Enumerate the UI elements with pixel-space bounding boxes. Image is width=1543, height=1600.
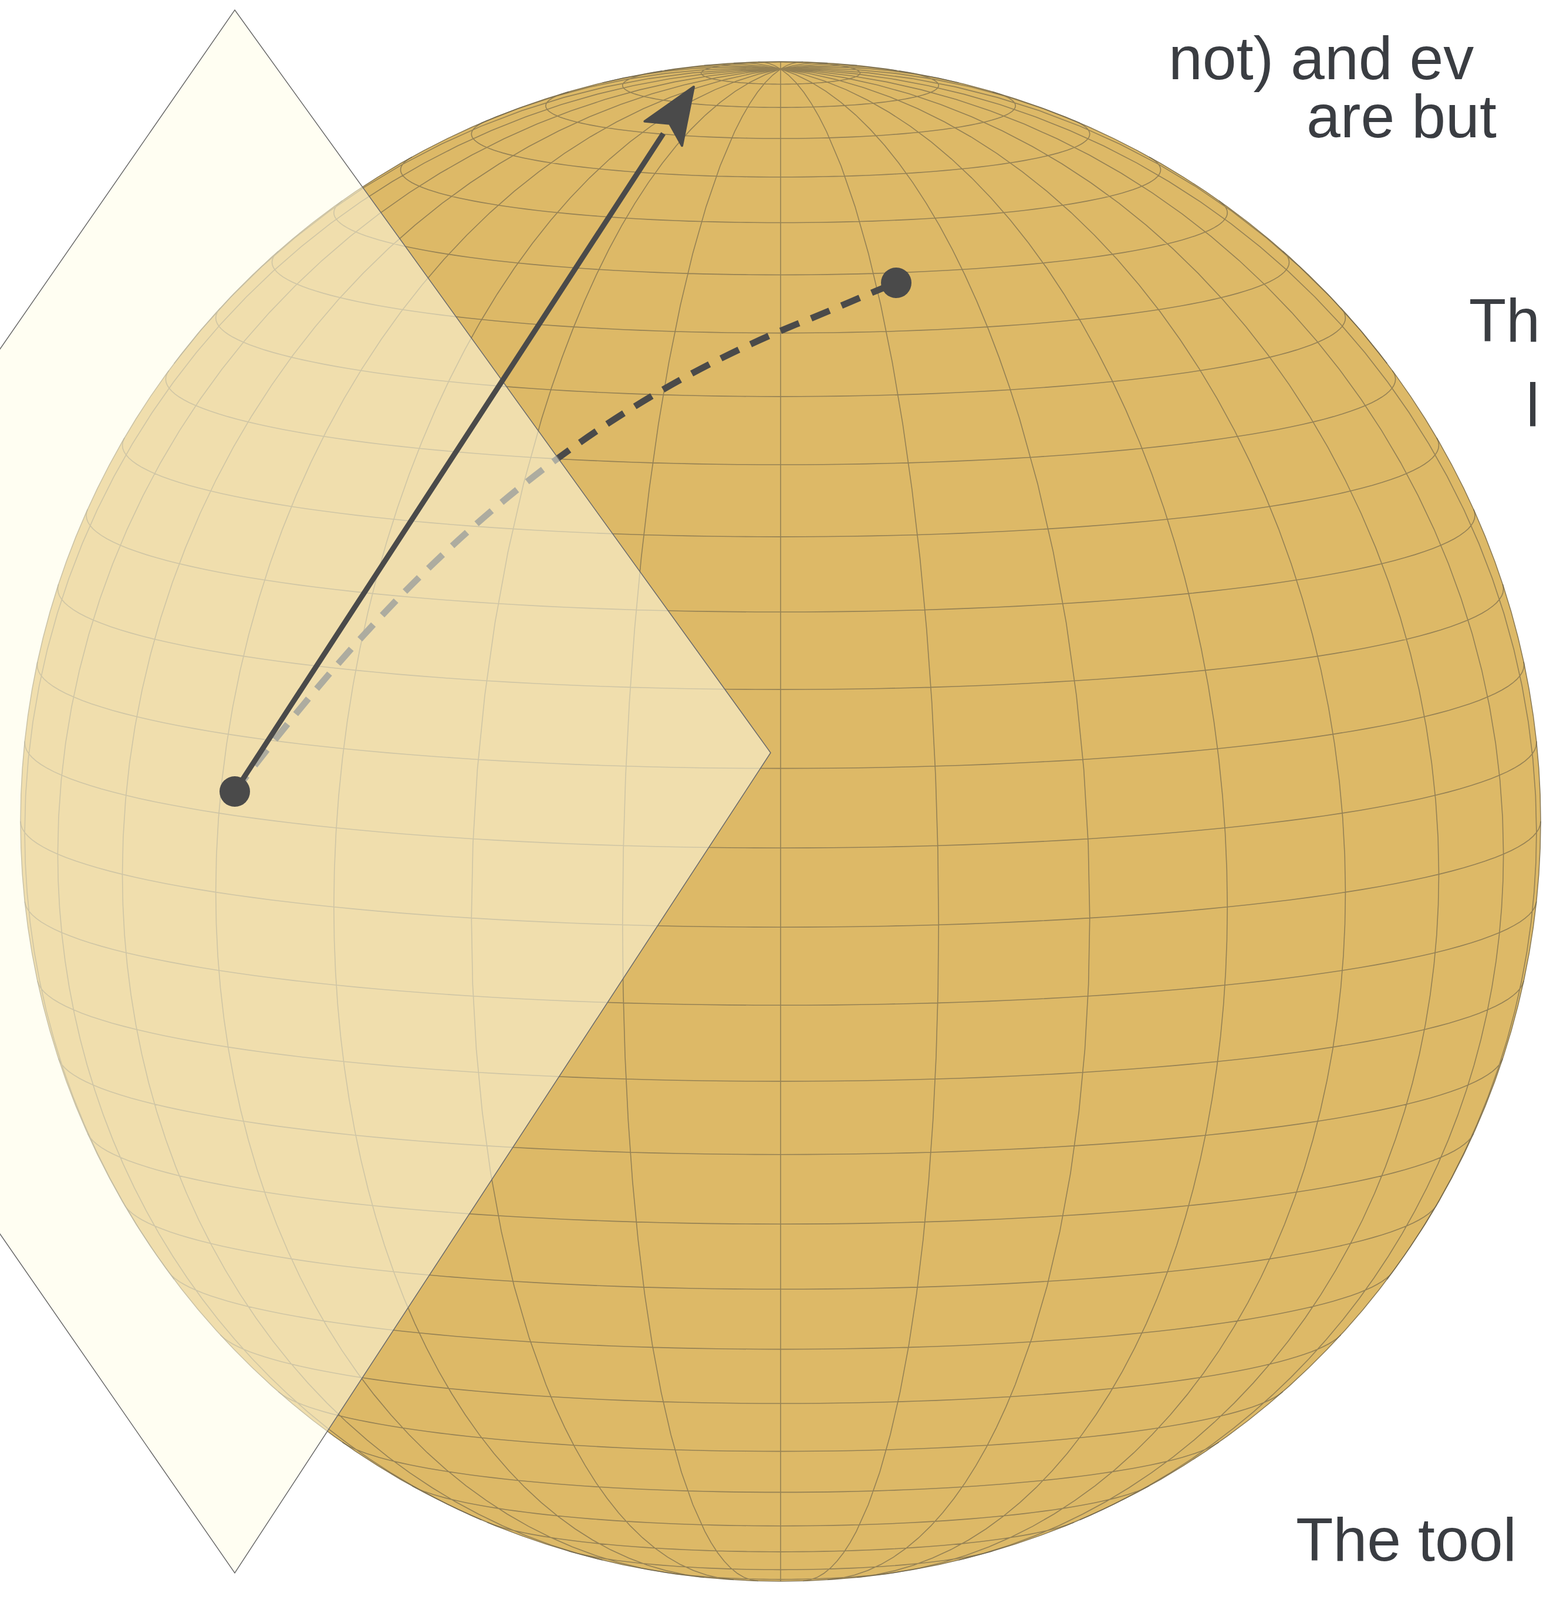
- text-fragment: Th: [1469, 289, 1541, 351]
- tangent-plane: [0, 9, 771, 1574]
- tangent-vector: [234, 133, 664, 792]
- text-fragment: are but: [1306, 85, 1497, 147]
- end-point: [880, 267, 912, 299]
- base-point: [219, 776, 251, 808]
- text-fragment: not) and ev: [1168, 27, 1474, 89]
- text-fragment: The tool: [1295, 1509, 1517, 1571]
- text-fragment: l: [1525, 374, 1540, 436]
- arrow-head: [644, 86, 694, 146]
